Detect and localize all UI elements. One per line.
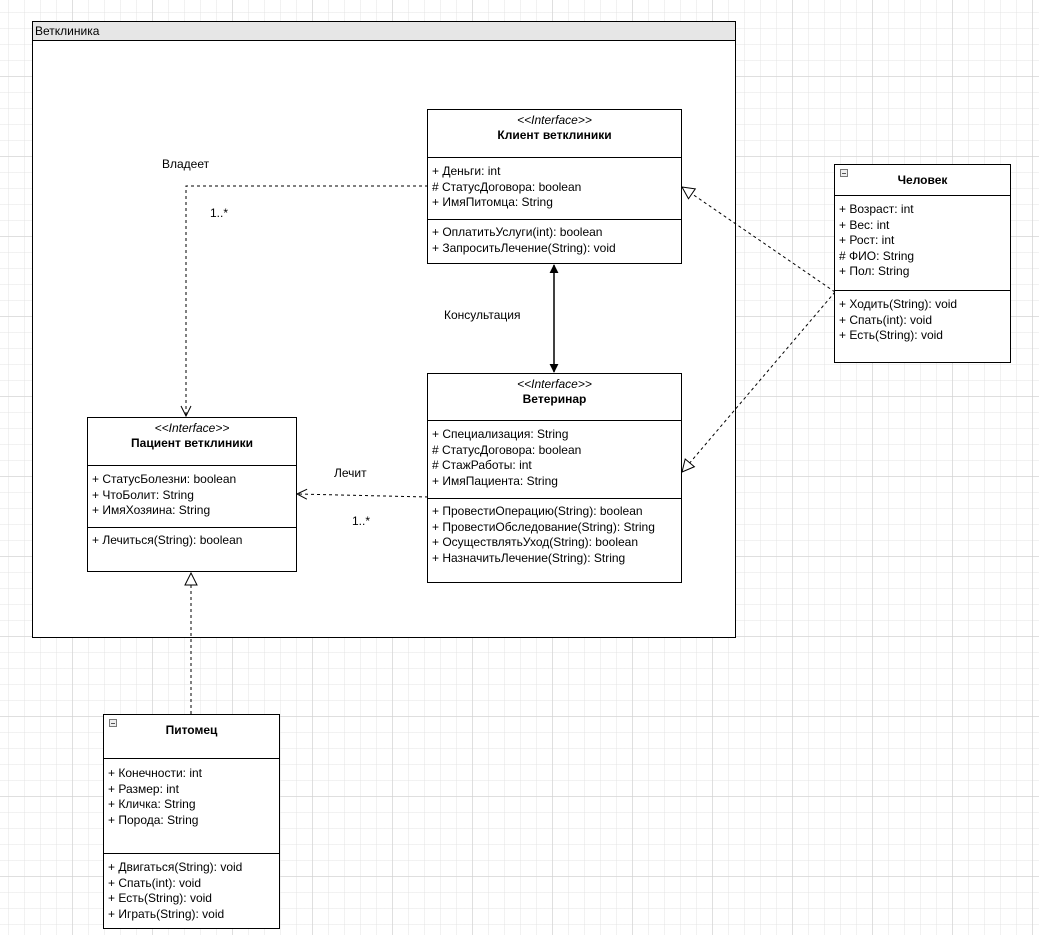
pet-attribute: + Конечности: int: [108, 766, 203, 780]
pet-operation: + Двигаться(String): void: [108, 860, 243, 874]
class-pet[interactable]: Питомец + Конечности: int + Размер: int …: [103, 714, 280, 929]
pet-attribute: + Порода: String: [108, 812, 199, 827]
patient-attribute: + ЧтоБолит: String: [92, 487, 194, 502]
pet-operation: + Играть(String): void: [108, 906, 225, 921]
collapse-icon[interactable]: [109, 719, 117, 727]
treats-label: Лечит: [334, 466, 367, 480]
vet-operation: + ПровестиОперацию(String): boolean: [432, 504, 643, 518]
patient-attribute: + ИмяХозяина: String: [92, 503, 211, 517]
vet-operation: + ОсуществлятьУход(String): boolean: [432, 535, 639, 549]
owns-label: Владеет: [162, 157, 210, 171]
treats-link[interactable]: [297, 494, 429, 497]
human-operation: + Спать(int): void: [839, 312, 933, 327]
patient-operation: + Лечиться(String): boolean: [92, 533, 243, 547]
owns-link[interactable]: [186, 185, 428, 416]
client-stereotype: <<Interface>>: [517, 113, 592, 127]
class-vet[interactable]: <<Interface>> Ветеринар + Специализация:…: [427, 373, 682, 583]
client-attribute: + ИмяПитомца: String: [432, 195, 553, 209]
human-attribute: # ФИО: String: [839, 248, 915, 263]
class-human[interactable]: Человек + Возраст: int + Вес: int + Рост…: [834, 164, 1011, 363]
client-operation: + ОплатитьУслуги(int): boolean: [432, 225, 603, 239]
human-name: Человек: [897, 173, 948, 187]
treats-multiplicity: 1..*: [352, 514, 371, 528]
client-operation: + ЗапроситьЛечение(String): void: [432, 240, 616, 255]
client-attribute: # СтатусДоговора: boolean: [432, 179, 582, 194]
pet-operation: + Есть(String): void: [108, 891, 212, 905]
collapse-icon[interactable]: [840, 169, 848, 177]
pet-attribute: + Размер: int: [108, 781, 179, 796]
vet-operation: + ПровестиОбследование(String): String: [432, 519, 655, 534]
human-operation: + Ходить(String): void: [839, 297, 958, 311]
patient-name: Пациент ветклиники: [131, 436, 253, 450]
human-attribute: + Пол: String: [839, 264, 910, 278]
vet-name: Ветеринар: [522, 392, 587, 406]
owns-multiplicity: 1..*: [210, 206, 229, 220]
vet-attribute: + ИмяПациента: String: [432, 473, 558, 488]
human-attribute: + Рост: int: [839, 233, 895, 247]
package-title: Ветклиника: [33, 22, 735, 41]
vet-operation: + НазначитьЛечение(String): String: [432, 550, 626, 565]
consultation-label: Консультация: [444, 308, 521, 322]
patient-stereotype: <<Interface>>: [154, 421, 230, 435]
vet-attribute: # СтатусДоговора: boolean: [432, 442, 582, 457]
vet-attribute: + Специализация: String: [432, 427, 569, 441]
human-attribute: + Возраст: int: [839, 202, 914, 216]
pet-attribute: + Кличка: String: [108, 797, 196, 811]
vet-attribute: # СтажРаботы: int: [432, 458, 532, 472]
pet-operation: + Спать(int): void: [108, 875, 202, 890]
class-client[interactable]: <<Interface>> Клиент ветклиники + Деньги…: [427, 109, 682, 264]
human-realizes-vet-link[interactable]: [682, 291, 836, 472]
client-name: Клиент ветклиники: [497, 128, 612, 142]
human-operation: + Есть(String): void: [839, 328, 943, 342]
pet-name: Питомец: [165, 723, 218, 737]
human-attribute: + Вес: int: [839, 217, 890, 232]
vet-stereotype: <<Interface>>: [517, 377, 592, 391]
human-realizes-client-link[interactable]: [682, 187, 836, 293]
patient-attribute: + СтатусБолезни: boolean: [92, 472, 237, 486]
class-patient[interactable]: <<Interface>> Пациент ветклиники + Стату…: [87, 417, 297, 572]
client-attribute: + Деньги: int: [432, 164, 501, 178]
